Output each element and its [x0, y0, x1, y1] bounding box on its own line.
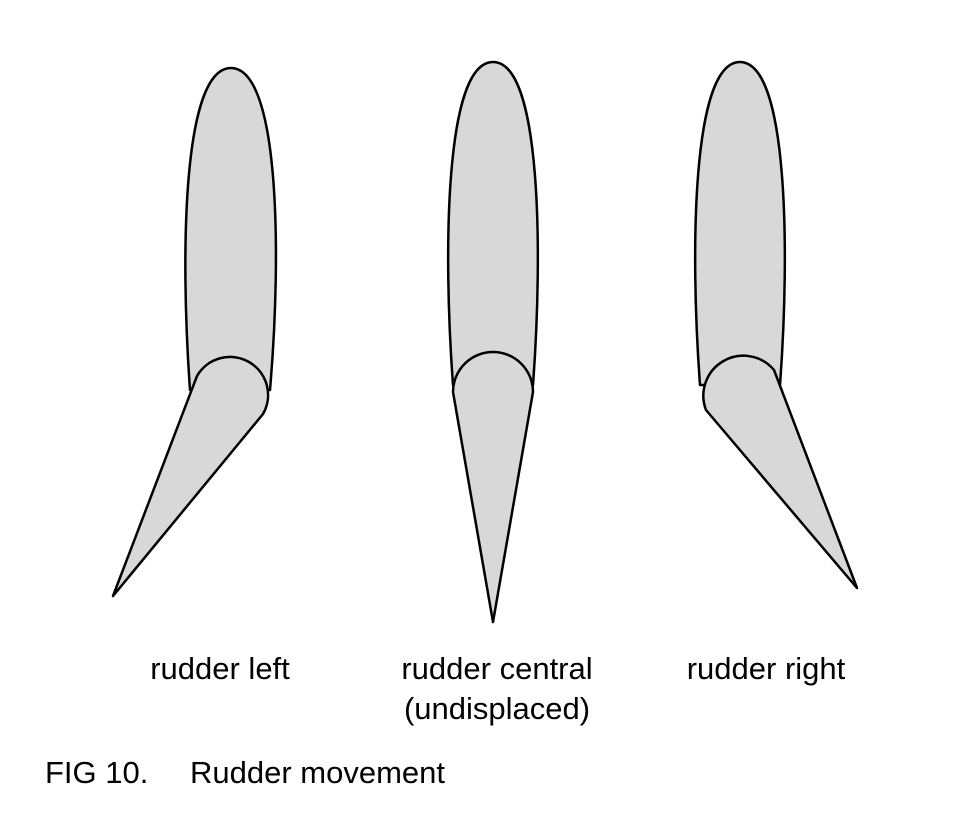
- figure-number: FIG 10.: [45, 755, 149, 790]
- label-rudder-left: rudder left: [150, 651, 290, 686]
- rudder-central: [451, 350, 535, 624]
- rudder-left: [111, 355, 270, 598]
- figure-title: Rudder movement: [190, 755, 446, 790]
- rudder-central-assembly: [446, 60, 540, 624]
- fin-left: [184, 66, 278, 392]
- rudder-right-assembly: [693, 60, 859, 590]
- rudder-right: [702, 354, 859, 590]
- label-rudder-right: rudder right: [686, 651, 846, 686]
- fin-right: [693, 60, 787, 387]
- rudder-left-assembly: [111, 66, 278, 598]
- label-rudder-central: rudder central: [401, 651, 593, 686]
- fin-central: [446, 60, 540, 387]
- label-rudder-central-note: (undisplaced): [403, 691, 591, 726]
